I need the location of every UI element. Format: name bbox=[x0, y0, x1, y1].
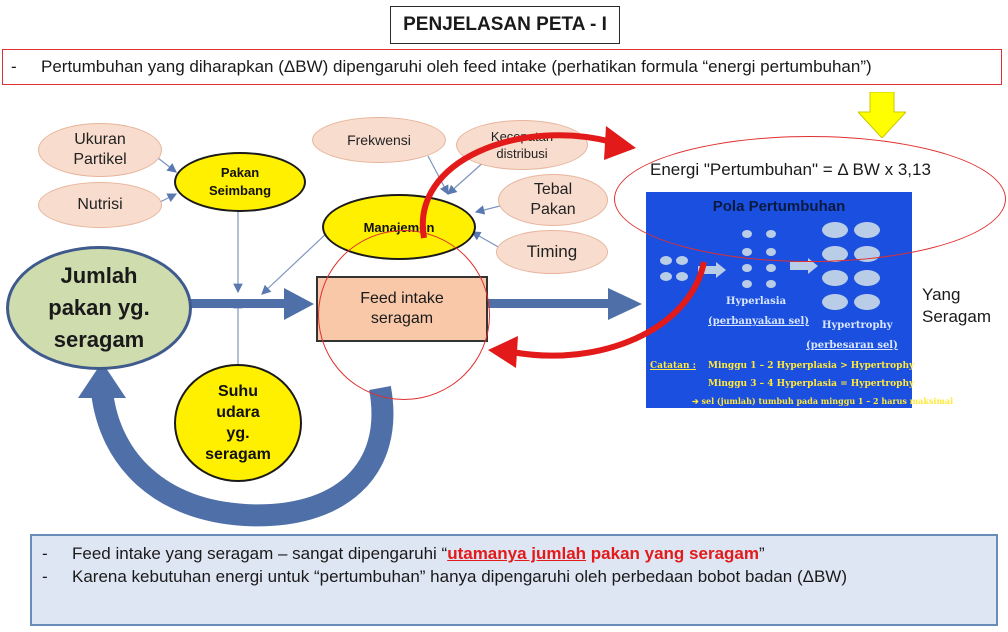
catatan-line-3: ➔ sel (jumlah) tumbuh pada minggu 1 – 2 … bbox=[692, 396, 954, 406]
top-note-text: Pertumbuhan yang diharapkan (ΔBW) dipeng… bbox=[41, 57, 872, 76]
node-nutrisi: Nutrisi bbox=[38, 182, 162, 228]
cell-stage2 bbox=[742, 280, 752, 288]
bullet-dash: - bbox=[11, 57, 17, 76]
top-note: - Pertumbuhan yang diharapkan (ΔBW) dipe… bbox=[2, 49, 1002, 85]
connector-kecepatan-manajemen bbox=[447, 159, 487, 195]
label-perbanyakan: (perbanyakan sel) bbox=[708, 316, 810, 327]
catatan-line-2: Minggu 3 – 4 Hyperplasia = Hypertrophy bbox=[708, 379, 915, 389]
cell-stage2 bbox=[766, 280, 776, 288]
cell-stage1 bbox=[660, 256, 672, 265]
stage-arrow-2 bbox=[790, 258, 818, 274]
cell-stage1 bbox=[676, 256, 688, 265]
cell-stage2 bbox=[742, 264, 752, 272]
label-yang-seragam: Yang Seragam bbox=[922, 285, 991, 326]
cell-stage2 bbox=[766, 264, 776, 272]
main-arrow-right bbox=[484, 288, 642, 320]
cell-stage3 bbox=[854, 270, 880, 286]
label-hyperlasia: Hyperlasia bbox=[726, 296, 787, 307]
red-arrow-up bbox=[419, 132, 613, 239]
feed-intake-circle bbox=[318, 230, 490, 400]
node-timing: Timing bbox=[496, 230, 608, 274]
label-hypertrophy: Hypertrophy bbox=[822, 320, 893, 331]
cell-stage3 bbox=[822, 294, 848, 310]
bottom-note: - Feed intake yang seragam – sangat dipe… bbox=[30, 534, 998, 626]
catatan-label: Catatan : bbox=[650, 361, 696, 371]
feedback-curve-arrow bbox=[91, 386, 394, 527]
connector-timing-manajemen bbox=[470, 231, 501, 249]
feedback-arrowhead bbox=[78, 362, 126, 398]
connector-frekwensi-manajemen bbox=[427, 155, 449, 196]
cell-stage3 bbox=[854, 294, 880, 310]
cell-stage3 bbox=[822, 270, 848, 286]
label-perbesaran: (perbesaran sel) bbox=[806, 340, 898, 351]
formula-ellipse bbox=[614, 136, 1006, 262]
catatan-line-1: Minggu 1 – 2 Hyperplasia > Hypertrophy bbox=[708, 361, 915, 371]
page-title: PENJELASAN PETA - I bbox=[390, 6, 620, 44]
cell-stage1 bbox=[660, 272, 672, 281]
node-frekwensi: Frekwensi bbox=[312, 117, 446, 163]
connector-ukuran-pakan bbox=[157, 157, 177, 173]
bottom-line-1: - Feed intake yang seragam – sangat dipe… bbox=[42, 544, 765, 563]
main-arrow-left bbox=[180, 288, 314, 320]
connector-manajemen-main bbox=[261, 231, 329, 295]
yellow-down-arrow bbox=[858, 92, 906, 138]
connector-nutrisi-pakan bbox=[159, 193, 178, 203]
bottom-line-2: - Karena kebutuhan energi untuk “pertumb… bbox=[42, 567, 848, 586]
energy-formula: Energi "Pertumbuhan" = Δ BW x 3,13 bbox=[650, 160, 931, 179]
red-arrow-down bbox=[511, 261, 707, 359]
cell-stage1 bbox=[676, 272, 688, 281]
connector-tebal-manajemen bbox=[474, 205, 501, 215]
